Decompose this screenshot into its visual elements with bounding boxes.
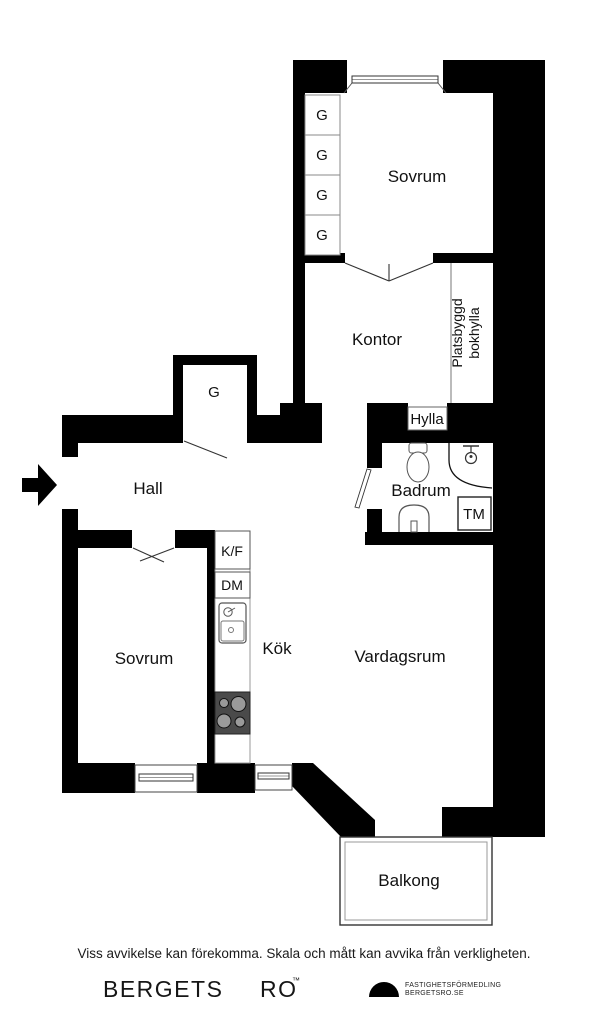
room-label-sovrum-bottom: Sovrum: [115, 649, 174, 668]
room-label-kok: Kök: [262, 639, 292, 658]
wall-closet-right: [247, 355, 257, 443]
wall-bathroom-bottom: [365, 532, 545, 545]
bathroom-door-leaf: [354, 468, 372, 509]
footer: Viss avvikelse kan förekomma. Skala och …: [78, 946, 531, 1002]
fixtures: [214, 94, 493, 764]
wall-bottom-seg2: [197, 763, 255, 793]
room-label-hall: Hall: [133, 479, 162, 498]
room-label-vardagsrum: Vardagsrum: [354, 647, 445, 666]
stove-icon: [214, 691, 251, 735]
entrance-opening: [61, 457, 79, 509]
wall-below-hylla: [408, 430, 447, 443]
balcony-inner: [344, 841, 488, 921]
wall-closet-left: [173, 355, 183, 415]
brand-trademark: ™: [292, 976, 300, 985]
closet-label-4: G: [316, 227, 328, 244]
sovrum-bottom-door: [132, 547, 175, 563]
closet-label-1: G: [316, 107, 328, 124]
wall-hall-bottom-left: [62, 530, 132, 548]
wall-bottom-seg1: [62, 763, 135, 793]
shelf-niche: [407, 406, 448, 431]
window-sovrum-bottom: [134, 764, 198, 793]
wall-hall-top-right: [247, 415, 322, 443]
logo-tagline-line2: BERGETSRO.SE: [405, 990, 464, 997]
dishwasher-label: DM: [221, 577, 243, 593]
room-label-badrum: Badrum: [391, 481, 451, 500]
toilet-icon: [406, 442, 430, 483]
logo-tagline-line1: FASTIGHETSFÖRMEDLING: [405, 981, 501, 989]
wall-top-left: [293, 60, 347, 93]
kitchen-counter: [214, 530, 251, 764]
hall-closet-label: G: [208, 384, 220, 401]
hall-closet-door: [183, 440, 228, 459]
wall-left-of-hylla: [367, 403, 408, 443]
brand-ro: RO: [260, 976, 298, 1002]
dishwasher-box: [214, 571, 251, 599]
wall-sovrum-kok-divider: [207, 548, 215, 763]
room-label-sovrum-top: Sovrum: [388, 167, 447, 186]
bathroom-door-opening: [366, 468, 383, 509]
doors: [132, 262, 434, 563]
fridge-freezer-label: K/F: [221, 543, 243, 559]
kontor-double-door: [344, 262, 434, 282]
wall-diagonal: [292, 763, 375, 837]
fixture-labels: G G G G G K/F DM TM Hylla Platsbyggd bok…: [208, 107, 485, 593]
balcony: [339, 836, 493, 926]
dome-logo-icon: [369, 982, 399, 997]
brand-bergets: BERGETS: [103, 976, 223, 1002]
wall-sovrum-stub-left: [305, 253, 345, 263]
bathroom-sink-icon: [398, 504, 430, 533]
window-kok-bottom: [254, 764, 293, 791]
wall-bottom-right-block: [442, 807, 545, 837]
wardrobe-cabinets: [304, 94, 341, 256]
wall-right-column: [493, 60, 545, 837]
room-label-kontor: Kontor: [352, 330, 402, 349]
shelf-label: Hylla: [410, 411, 444, 428]
wall-upper-left: [293, 93, 305, 415]
wall-right-of-hylla: [447, 403, 493, 443]
wall-hall-bottom-right: [175, 530, 215, 548]
walls: [61, 60, 545, 837]
entrance-arrow-icon: [22, 464, 57, 506]
washing-machine-label: TM: [463, 506, 485, 523]
room-label-balkong: Balkong: [378, 871, 439, 890]
washing-machine-box: [457, 496, 492, 531]
fridge-freezer-box: [214, 530, 251, 570]
room-labels: Sovrum Kontor Hall Badrum Sovrum Kök Var…: [115, 167, 451, 890]
kitchen-sink-icon: [218, 602, 247, 644]
closet-label-2: G: [316, 147, 328, 164]
bookshelf-label-line2: bokhylla: [466, 307, 482, 359]
closet-label-3: G: [316, 187, 328, 204]
windows: [134, 60, 447, 793]
shower-icon: [448, 443, 493, 489]
disclaimer-text: Viss avvikelse kan förekomma. Skala och …: [78, 946, 531, 961]
bookshelf-label-line1: Platsbyggd: [449, 298, 465, 367]
wall-closet-top: [173, 355, 257, 365]
balcony-outer: [339, 836, 493, 926]
window-top: [343, 60, 447, 94]
wall-sovrum-stub-right: [433, 253, 493, 263]
wall-hall-top-left: [62, 415, 183, 443]
